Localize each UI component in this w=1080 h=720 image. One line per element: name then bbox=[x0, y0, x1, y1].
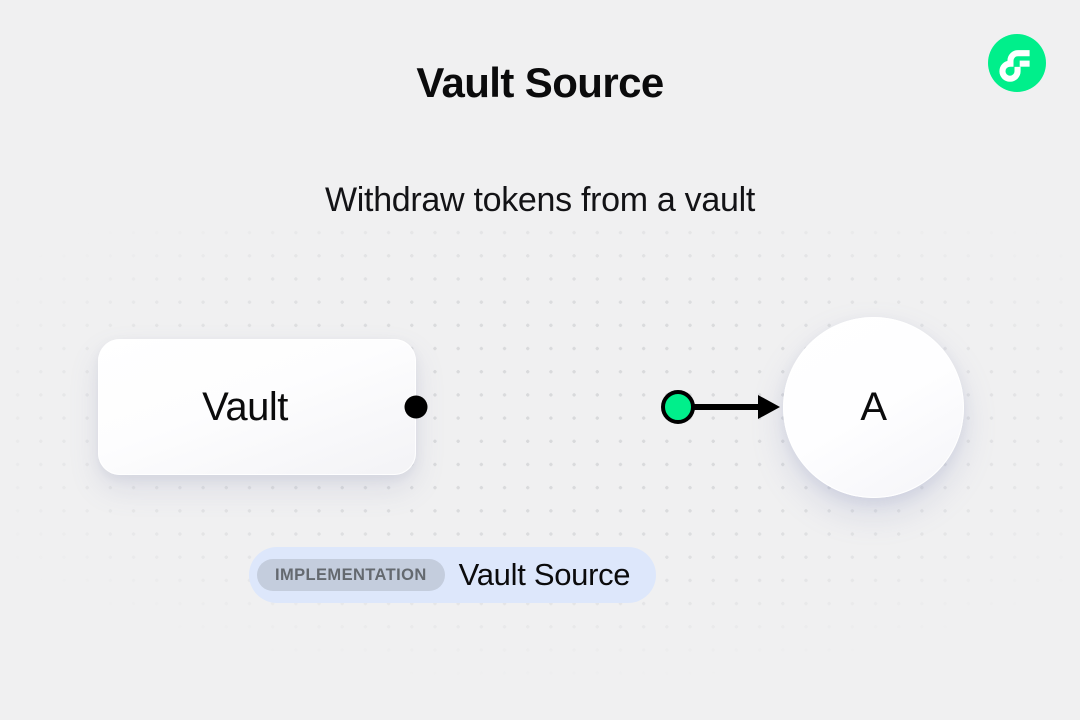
node-a-label: A bbox=[860, 385, 887, 429]
page-title: Vault Source bbox=[416, 59, 664, 106]
page-subtitle: Withdraw tokens from a vault bbox=[325, 181, 755, 219]
node-vault[interactable]: Vault bbox=[98, 339, 416, 475]
flow-logo-icon bbox=[988, 34, 1046, 92]
flow-logo bbox=[988, 34, 1046, 92]
node-a[interactable]: A bbox=[783, 317, 964, 498]
implementation-name-label: Vault Source bbox=[458, 557, 631, 592]
implementation-tag-label: IMPLEMENTATION bbox=[257, 559, 445, 591]
edge-token-marker bbox=[661, 390, 695, 424]
edge-arrowhead-icon bbox=[758, 395, 780, 419]
implementation-badge[interactable]: IMPLEMENTATION Vault Source bbox=[249, 547, 657, 603]
node-vault-label: Vault bbox=[202, 384, 288, 429]
